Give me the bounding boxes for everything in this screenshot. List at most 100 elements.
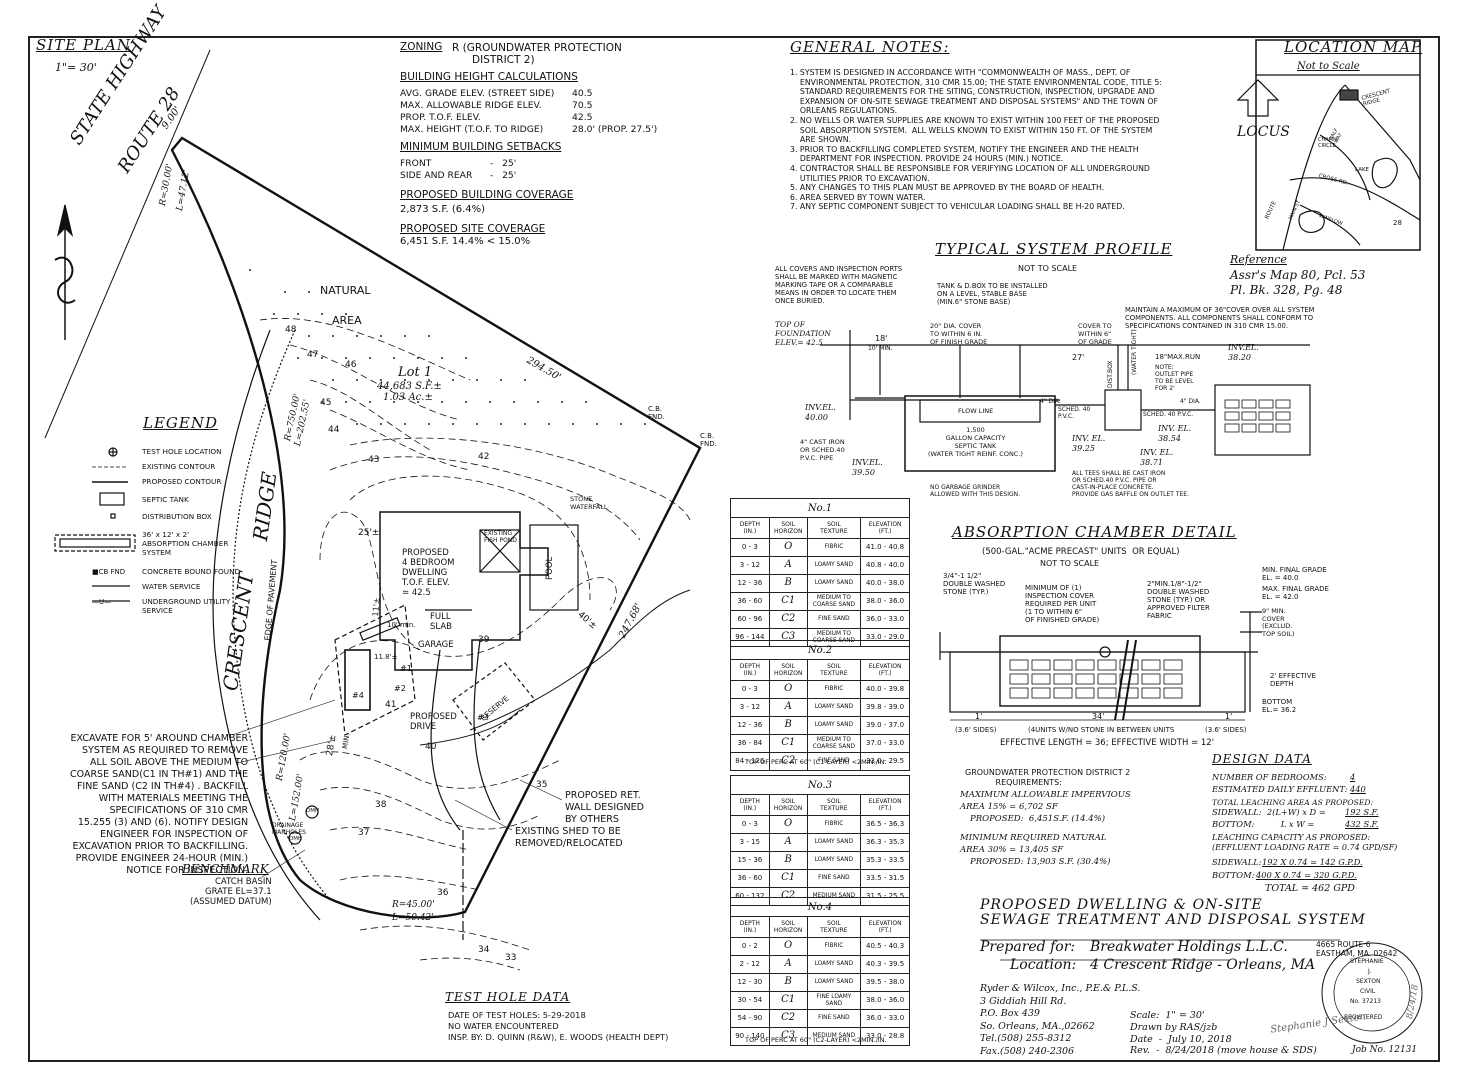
dd-bedrooms: 4 [1350,772,1356,782]
lot-acres: 1.03 Ac.± [383,392,433,403]
profile-cover6: COVER TO WITHIN 6" OF GRADE [1078,322,1112,346]
profile-inv6: INV.EL. 38.20 [1228,343,1259,362]
table-cell: A [768,833,808,852]
legend-item-label: PROPOSED CONTOUR [142,477,222,486]
dd-sw2: 192 X 0.74 = 142 G.P.D. [1262,857,1363,867]
bh-value: 42.5 [572,112,593,123]
chamber-mincover: 9" MIN. COVER (EXCLUD. TOP SOIL) [1262,607,1295,638]
table-cell: C1 [768,991,808,1010]
table-cell: LOAMY SAND [806,973,862,992]
natural-dot [537,401,539,403]
table-cell: FINE LOAMY SAND [806,991,862,1010]
natural-dot [249,269,251,271]
legend-item-symbol: —U— [92,598,112,606]
profile-sched40a: SCHED. 40 P.V.C. [1058,406,1091,420]
seal-line2: J. [1368,968,1372,975]
table-cell: 3 - 15 [730,833,770,852]
location-map-title: LOCATION MAP [1284,38,1423,56]
table-cell: O [768,538,808,557]
table-cell: A [768,698,808,717]
seal-line1: STEPHANIE [1350,958,1384,965]
cb-found-1: C.B. FND. [648,405,665,421]
legend-item-label: DISTRIBUTION BOX [142,512,212,521]
table-cell: 39.5 - 38.0 [860,973,910,992]
benchmark-title: BENCHMARK [182,862,269,876]
dd-lc: LEACHING CAPACITY AS PROPOSED: (EFFLUENT… [1212,833,1398,852]
gw-title: GROUNDWATER PROTECTION DISTRICT 2 REQUIR… [965,768,1131,787]
table-header: SOIL TEXTURE [806,517,862,539]
natural-dot [321,357,323,359]
table-cell: FINE SAND [806,1009,862,1028]
retaining-wall-note: PROPOSED RET. WALL DESIGNED BY OTHERS [565,790,644,825]
prepared-for: Breakwater Holdings L.L.C. [1090,939,1288,955]
table-cell: 36.5 - 36.3 [860,815,910,834]
dd-bt-label: BOTTOM: L x W = [1212,819,1315,829]
natural-dot [321,401,323,403]
table-cell: 36 - 60 [730,592,770,611]
gw-p1: PROPOSED: 6,451S.F. (14.4%) [970,814,1106,824]
table-cell: 36.3 - 35.3 [860,833,910,852]
dd-sw-label: SIDEWALL: 2(L+W) x D = [1212,807,1326,817]
natural-dot [393,357,395,359]
legend-item-label: UNDERGROUND UTILITY SERVICE [142,597,231,615]
natural-dot [321,313,323,315]
natural-dot [513,401,515,403]
setback-label: FRONT [400,158,432,169]
table-cell: O [768,937,808,956]
natural-dot [452,379,454,381]
setback-title: MINIMUM BUILDING SETBACKS [400,141,562,153]
location-label: Location: [1010,957,1077,973]
natural-dot [524,379,526,381]
test-hole-data-title: TEST HOLE DATA [445,990,571,1004]
natural-dot [524,423,526,425]
table-cell: A [768,556,808,575]
contour-33: 33 [505,953,517,963]
contour-35: 35 [536,780,548,790]
dd-total: TOTAL = 462 GPD [1265,883,1355,894]
cb-found-2: C.B. FND. [700,432,717,448]
profile-flowline: FLOW LINE [958,407,994,415]
reference-title: Reference [1230,253,1287,266]
area-label: AREA [332,314,362,327]
table-cell: MEDIUM SAND [806,1027,862,1046]
full-slab-label: FULL SLAB [430,612,452,632]
table-title: No.3 [730,775,910,795]
table-header: DEPTH (IN.) [730,916,770,938]
test-hole-1: #1 [400,664,412,673]
table-header: ELEVATION (FT.) [860,794,910,816]
table-cell: 41.0 - 40.8 [860,538,910,557]
profile-tees: ALL TEES SHALL BE CAST IRON OR SCHED.40 … [1072,470,1189,498]
chamber-maxfg: MAX. FINAL GRADE EL. = 42.0 [1262,585,1329,601]
table-header: SOIL TEXTURE [806,916,862,938]
profile-dia-b: 4" DIA. [1180,398,1201,405]
table-title: No.2 [730,640,910,660]
chamber-1a: 1' [975,712,983,721]
profile-tank: 1,500 GALLON CAPACITY SEPTIC TANK (WATER… [928,426,1023,458]
bh-label: MAX. ALLOWABLE RIDGE ELEV. [400,100,542,111]
profile-cover20: 20" DIA. COVER TO WITHIN 6 IN. OF FINISH… [930,322,988,346]
table-cell: 33.0 - 29.5 [860,752,910,771]
natural-dot [428,335,430,337]
natural-dot [596,423,598,425]
table-header: SOIL HORIZON [768,659,808,681]
table-cell: C1 [768,869,808,888]
natural-dot [284,291,286,293]
table-header: DEPTH (IN.) [730,659,770,681]
legend-item-label: CONCRETE BOUND FOUND [142,567,241,576]
setback-value: - 25' [490,158,517,169]
natural-dot [417,357,419,359]
dim-118: 11.8'± [374,653,398,661]
table-cell: 40.0 - 38.0 [860,574,910,593]
contour-44: 44 [328,425,340,435]
table-cell: B [768,716,808,735]
natural-dot [332,379,334,381]
chamber-bottom: BOTTOM EL.= 36.2 [1262,698,1297,714]
table-cell: FIBRIC [806,937,862,956]
site-plan-scale: 1"= 30' [55,61,97,74]
gw-p2: PROPOSED: 13,903 S.F. (30.4%) [970,857,1111,867]
